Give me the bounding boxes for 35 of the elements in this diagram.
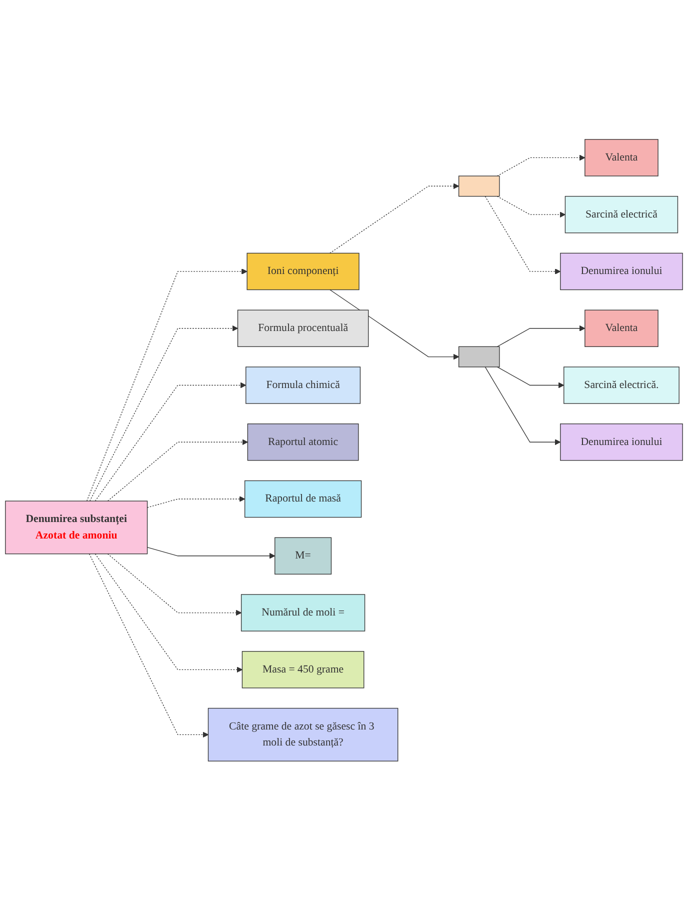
arrow xyxy=(94,382,246,502)
node-box: Denumirea ionului xyxy=(560,253,683,290)
node-box: Formula chimică xyxy=(246,366,361,404)
node-box: Denumirea substanței Azotat de amoniu xyxy=(5,500,148,554)
node-box: Formula procentuală xyxy=(237,310,369,348)
arrow xyxy=(107,439,248,502)
node-box: Câte grame de azot se găsesc în 3 moli de substanță? xyxy=(208,708,398,762)
node-box: M= xyxy=(274,538,332,575)
arrow xyxy=(330,183,460,254)
node-box: Raportul de masă xyxy=(244,480,362,518)
arrow xyxy=(484,366,561,446)
arrow xyxy=(146,496,246,508)
arrow xyxy=(86,268,248,502)
arrow xyxy=(146,547,276,560)
node-box: Masa = 450 grame xyxy=(242,651,364,689)
arrow xyxy=(496,366,564,388)
node-box: Ioni componenți xyxy=(246,253,360,290)
arrow xyxy=(88,554,208,738)
node-box: Valenta xyxy=(584,310,658,348)
arrow xyxy=(484,196,561,275)
arrow xyxy=(496,154,586,177)
node-box xyxy=(458,346,500,368)
node-box: Numărul de moli = xyxy=(240,594,366,632)
arrow xyxy=(89,326,238,502)
node-box: Sarcină electrică. xyxy=(564,366,680,404)
arrow xyxy=(496,196,566,218)
arrow xyxy=(107,554,242,616)
node-box: Valenta xyxy=(584,139,658,177)
node-box: Denumirea ionului xyxy=(560,424,683,461)
node-box xyxy=(458,176,500,197)
arrow xyxy=(330,290,460,360)
arrow xyxy=(94,554,242,673)
node-box: Sarcină electrică xyxy=(564,196,678,234)
arrow xyxy=(496,326,586,348)
node-box: Raportul atomic xyxy=(247,424,359,461)
